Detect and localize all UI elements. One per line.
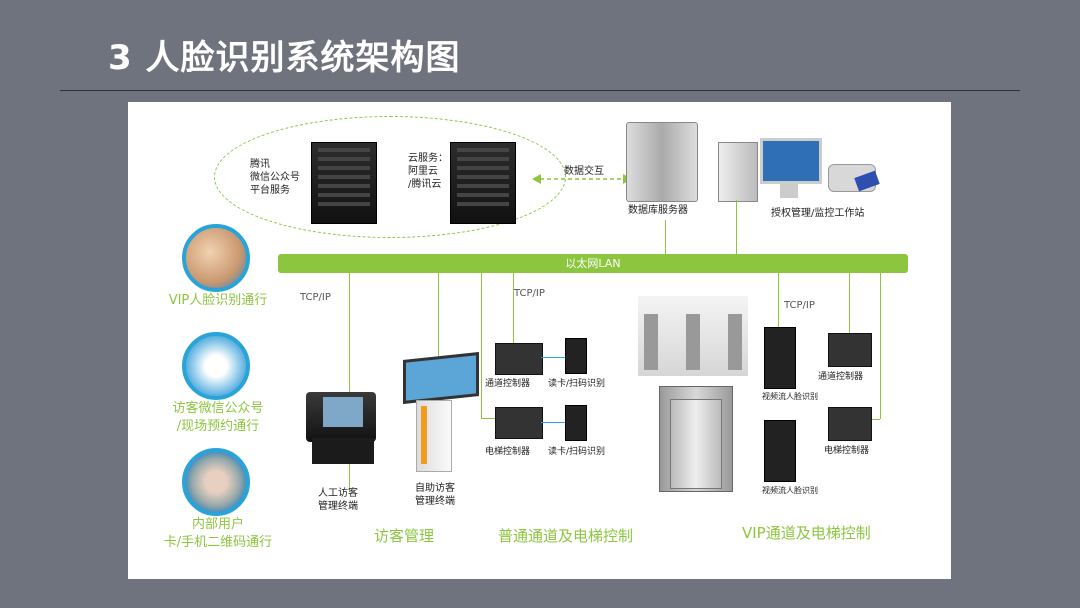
reader-icon-1 — [565, 338, 587, 374]
db-lan-link — [665, 220, 666, 254]
elevator-controller-icon — [495, 407, 543, 439]
internal-line-2: 卡/手机二维码通行 — [163, 535, 273, 550]
manual-terminal-screen — [323, 397, 363, 427]
elevator-controller-label: 电梯控制器 — [485, 447, 531, 457]
monitor-icon — [760, 138, 822, 184]
normal-trunk-1 — [481, 273, 482, 418]
cloud-server — [450, 142, 516, 224]
face-camera-icon-1 — [764, 327, 796, 389]
ethernet-lan-bar: 以太网LAN — [278, 254, 908, 273]
section-vip: VIP通道及电梯控制 — [742, 524, 871, 542]
vip-face-link-1 — [778, 273, 779, 327]
kiosk-stripe — [421, 406, 427, 464]
manual-line-2: 管理终端 — [318, 501, 358, 512]
self-line-1: 自助访客 — [415, 483, 455, 494]
manual-line-1: 人工访客 — [318, 488, 358, 499]
architecture-diagram: 腾讯 微信公众号 平台服务 云服务： 阿里云 /腾讯云 数据交互 数据库服务器 … — [128, 102, 951, 579]
vip-elevator-controller-label: 电梯控制器 — [824, 446, 870, 456]
data-exchange-arrow — [532, 174, 632, 184]
tower-pc-icon — [718, 142, 758, 202]
visitor-line-2: /现场预约通行 — [176, 419, 260, 434]
vip-gate-controller-icon — [828, 333, 872, 367]
vip-elevator-controller-icon — [828, 407, 872, 441]
tcp-label-vip: TCP/IP — [784, 300, 815, 311]
self-line-2: 管理终端 — [415, 496, 455, 507]
reader-label-2: 读卡/扫码识别 — [548, 447, 606, 457]
turnstile-photo — [638, 296, 748, 376]
visitor-access-label: 访客微信公众号 /现场预约通行 — [154, 400, 282, 436]
kiosk-screen-icon — [403, 352, 479, 404]
reader-label-1: 读卡/扫码识别 — [548, 379, 606, 389]
elevator-reader-link — [541, 422, 565, 423]
vip-gate-controller-label: 通道控制器 — [818, 372, 864, 382]
gate-controller-icon — [495, 343, 543, 375]
wechat-server — [311, 142, 377, 224]
manual-terminal-base — [312, 438, 374, 464]
normal-branch-1 — [481, 418, 495, 419]
monitor-stand — [780, 182, 798, 198]
cloud-line-1: 云服务： — [408, 153, 448, 164]
vip-face-photo — [182, 224, 250, 292]
tencent-line-2: 微信公众号 — [250, 172, 300, 183]
normal-trunk-2 — [513, 273, 514, 343]
title-divider — [60, 90, 1020, 91]
self-terminal-label: 自助访客 管理终端 — [415, 482, 455, 508]
section-normal: 普通通道及电梯控制 — [498, 527, 634, 545]
manual-terminal-label: 人工访客 管理终端 — [318, 487, 358, 513]
section-visitor: 访客管理 — [374, 527, 435, 545]
tcp-label-visitor: TCP/IP — [300, 292, 331, 303]
tencent-line-3: 平台服务 — [250, 185, 290, 196]
cloud-line-3: /腾讯云 — [408, 179, 442, 190]
face-camera-label-1: 视频流人脸识别 — [762, 392, 818, 401]
face-camera-label-2: 视频流人脸识别 — [762, 486, 818, 495]
face-camera-icon-2 — [764, 420, 796, 482]
tencent-line-1: 腾讯 — [250, 159, 270, 170]
vip-access-label: VIP人脸识别通行 — [168, 293, 268, 308]
phone-photo — [182, 332, 250, 400]
cloud-services-label: 云服务： 阿里云 /腾讯云 — [408, 152, 448, 191]
internal-access-label: 内部用户 卡/手机二维码通行 — [154, 516, 282, 552]
db-server-icon — [626, 122, 698, 202]
workstation-label: 授权管理/监控工作站 — [771, 208, 865, 219]
internal-line-1: 内部用户 — [191, 517, 244, 532]
qr-scan-photo — [182, 448, 250, 516]
data-exchange-label: 数据交互 — [564, 166, 604, 177]
gate-reader-link — [541, 357, 565, 358]
self-terminal-link — [438, 273, 439, 373]
page-title: 3 人脸识别系统架构图 — [108, 38, 461, 78]
visitor-line-1: 访客微信公众号 — [172, 401, 264, 416]
db-server-label: 数据库服务器 — [628, 205, 688, 216]
tcp-label-normal: TCP/IP — [514, 288, 545, 299]
reader-icon-2 — [565, 405, 587, 441]
gate-controller-label: 通道控制器 — [485, 379, 531, 389]
manual-terminal-link — [349, 273, 350, 491]
vip-ctrl-link-1 — [849, 273, 850, 333]
cloud-ellipse — [214, 116, 566, 238]
tencent-label: 腾讯 微信公众号 平台服务 — [250, 158, 300, 197]
vip-branch — [864, 419, 880, 420]
ws-lan-link — [736, 200, 737, 254]
vip-trunk — [880, 273, 881, 419]
elevator-photo — [659, 386, 733, 492]
cloud-line-2: 阿里云 — [408, 166, 438, 177]
